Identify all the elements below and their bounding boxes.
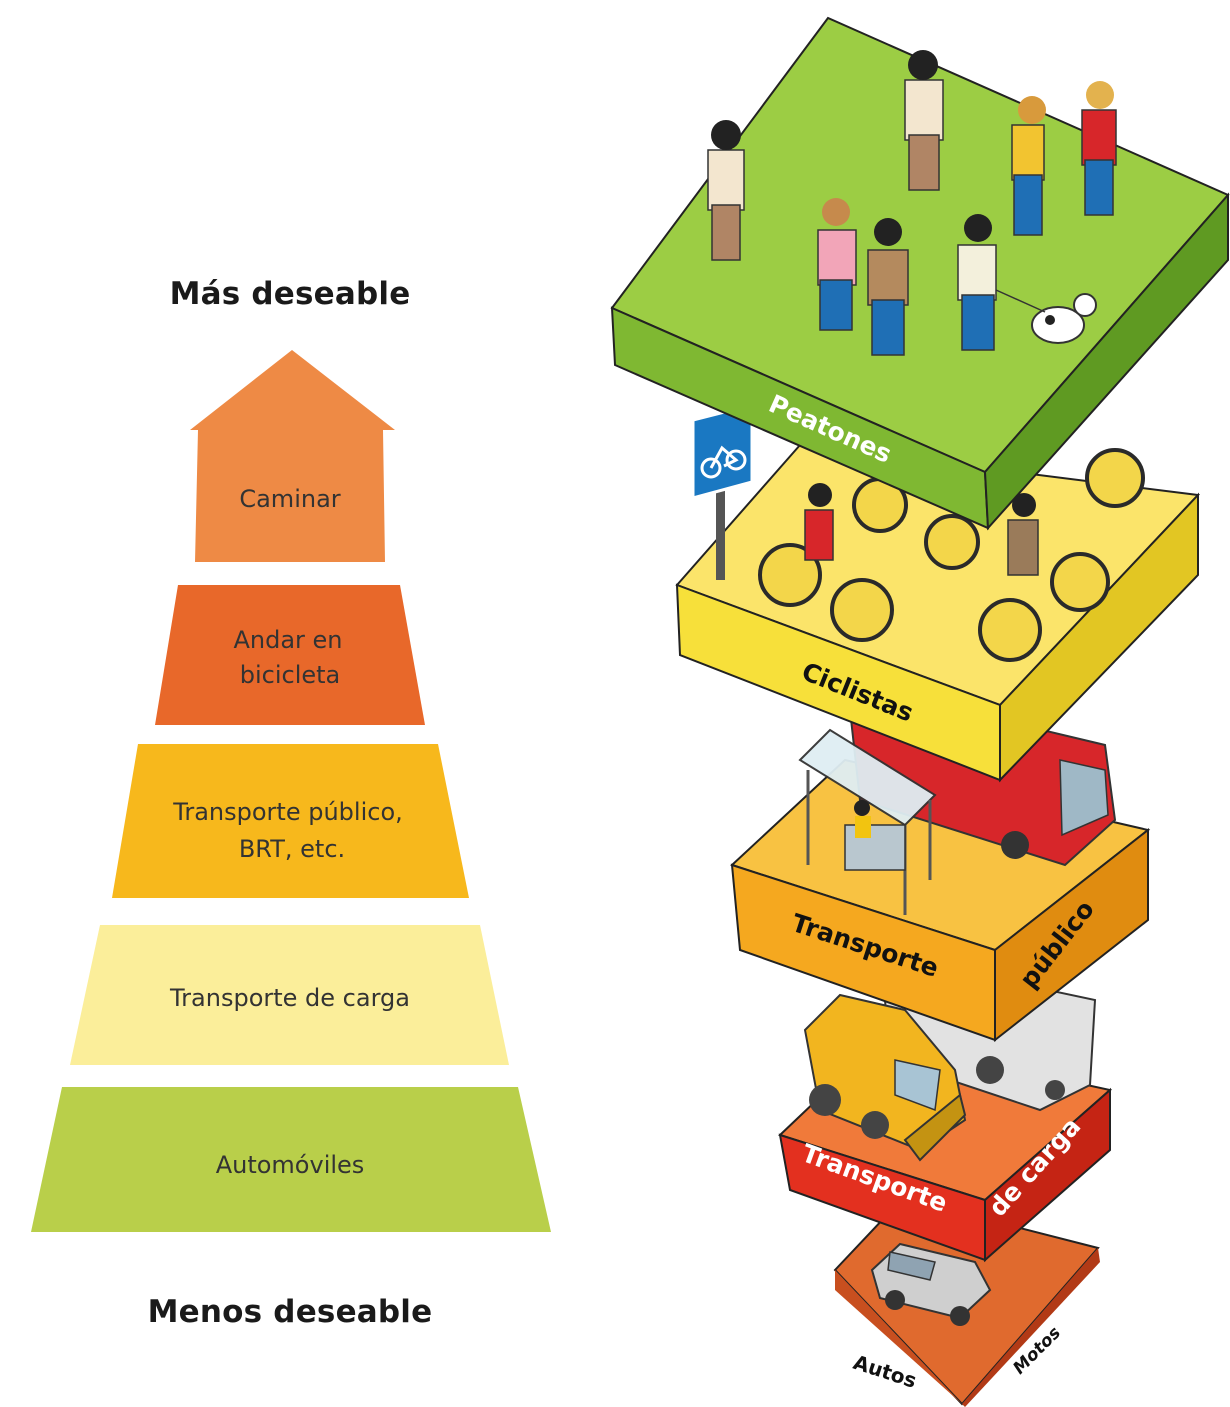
tier-cars-label: Automóviles (216, 1151, 365, 1179)
bulldozer-icon (803, 993, 967, 1162)
tier-walking-label: Caminar (239, 485, 340, 513)
most-desirable-heading: Más deseable (169, 276, 411, 312)
tier-public-transport-label-2: BRT, etc. (239, 835, 345, 863)
level-public-transport: Transporte público (730, 688, 1151, 1043)
hierarchy-pyramid: Caminar Andar en bicicleta Transporte pú… (31, 350, 551, 1232)
tier-walking-arrow (190, 350, 395, 562)
tier-cars (31, 1087, 551, 1232)
tier-public-transport-label-1: Transporte público, (172, 798, 403, 826)
bike-lane-sign (691, 403, 754, 580)
level-cyclists: Ciclistas (675, 443, 1201, 783)
tier-cycling-label-2: bicicleta (240, 661, 341, 689)
stacked-levels-illustration: Autos Motos Transporte de carga (610, 16, 1230, 1407)
bicycle-icon (700, 445, 747, 479)
tier-public-transport (112, 744, 469, 898)
pedestrian-figures (707, 50, 1117, 356)
tier-freight-label: Transporte de carga (169, 984, 410, 1012)
tier-freight (70, 925, 509, 1065)
car-icon (870, 1242, 992, 1326)
tier-cycling-label-1: Andar en (233, 626, 342, 654)
level-pedestrians: Peatones (610, 16, 1230, 531)
least-desirable-heading: Menos deseable (147, 1294, 433, 1330)
tier-cycling (155, 585, 425, 725)
level-cars: Autos Motos (833, 1196, 1100, 1407)
cyclist-figures (804, 483, 1039, 576)
bus-stop-shelter-icon (798, 728, 937, 915)
dog-icon (995, 289, 1097, 344)
